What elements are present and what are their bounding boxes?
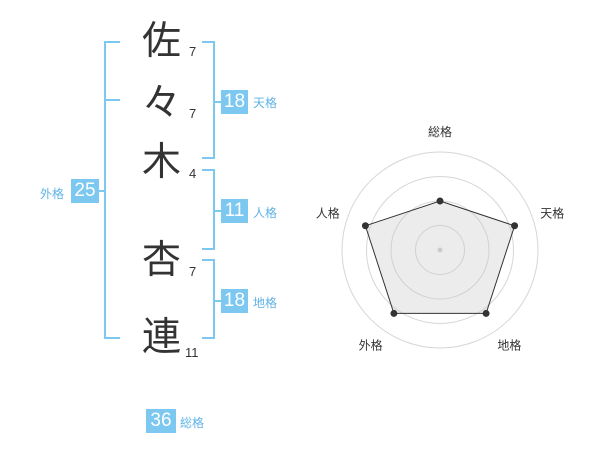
radar-rings xyxy=(341,151,539,349)
gaikaku-label: 外格 xyxy=(40,187,65,201)
chikaku-label: 地格 xyxy=(253,296,278,310)
radar-ring-3 xyxy=(366,176,514,324)
radar-ring-1 xyxy=(415,225,465,275)
name-char-3: 木 xyxy=(142,140,182,185)
radar-point-2 xyxy=(482,309,490,317)
jinkaku-bracket xyxy=(202,169,215,250)
name-char-1: 佐 xyxy=(142,19,182,64)
tenkaku-bracket xyxy=(202,41,215,159)
radar-center xyxy=(437,247,443,253)
stroke-count-2: 7 xyxy=(189,106,197,121)
radar-point-0 xyxy=(436,197,444,205)
stroke-count-3: 4 xyxy=(189,166,197,181)
chikaku-score: 18 xyxy=(221,289,248,313)
name-char-5: 連 xyxy=(142,315,182,360)
stroke-count-1: 7 xyxy=(189,44,197,59)
radar-points xyxy=(361,197,519,317)
radar-axis-label-2: 地格 xyxy=(497,338,521,353)
soukaku-label: 総格 xyxy=(180,416,205,430)
radar-axis-label-3: 外格 xyxy=(359,338,383,353)
radar-point-4 xyxy=(361,222,369,230)
jinkaku-label: 人格 xyxy=(253,206,278,220)
radar-axis-label-0: 総格 xyxy=(428,124,452,139)
chikaku-bracket xyxy=(202,259,215,339)
radar-axis-label-4: 人格 xyxy=(316,206,340,221)
jinkaku-score: 11 xyxy=(221,199,248,223)
name-char-2: 々 xyxy=(142,81,182,126)
radar-point-1 xyxy=(511,222,519,230)
radar-score-polygon xyxy=(364,200,516,314)
stroke-count-5: 11 xyxy=(185,345,199,360)
stroke-count-4: 7 xyxy=(189,264,197,279)
tenkaku-label: 天格 xyxy=(253,96,278,110)
soukaku-score: 36 xyxy=(146,409,176,433)
tenkaku-score: 18 xyxy=(221,90,248,114)
radar-axis-label-1: 天格 xyxy=(540,206,564,221)
gaikaku-score: 25 xyxy=(71,179,99,203)
radar-point-3 xyxy=(390,309,398,317)
radar-ring-4 xyxy=(341,151,539,349)
name-char-4: 杏 xyxy=(142,238,182,283)
